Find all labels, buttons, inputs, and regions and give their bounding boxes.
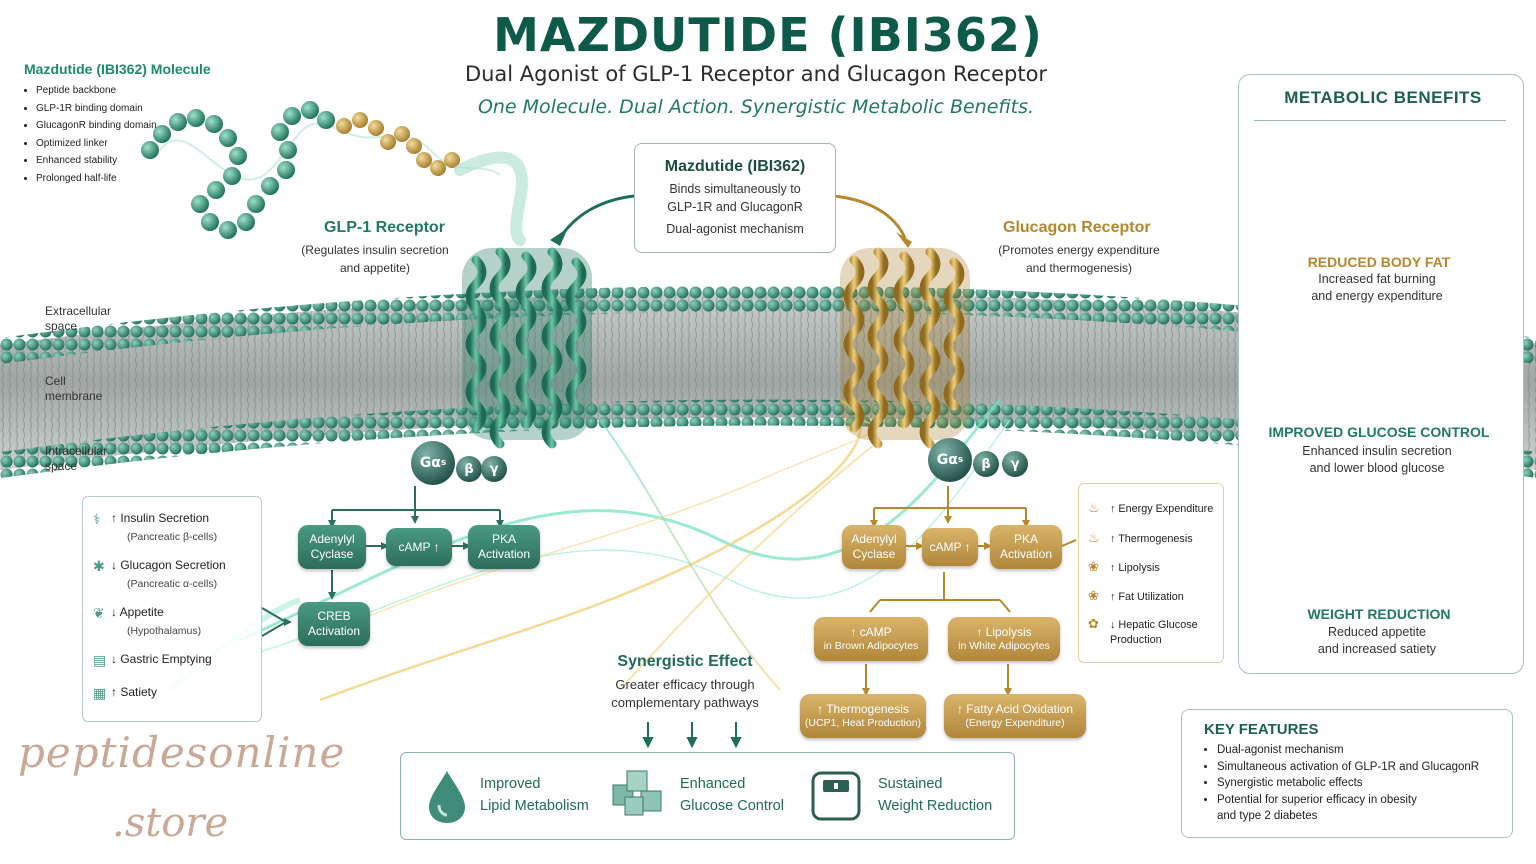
mechanism-line: Dual-agonist mechanism xyxy=(666,222,804,236)
key-features-box xyxy=(1181,709,1513,838)
synergy-title: Synergistic Effect xyxy=(617,653,753,670)
list-item: and type 2 diabetes xyxy=(1217,810,1318,823)
flame-icon: ♨ xyxy=(1088,500,1100,515)
list-item: Enhanced stability xyxy=(36,152,157,170)
pancreas-beta-icon: ⚕ xyxy=(93,511,101,527)
gcg-camp-node: cAMP ↑ xyxy=(922,528,978,566)
fat-cell-icon: ❀ xyxy=(1088,559,1099,574)
brain-icon: ❦ xyxy=(93,605,105,621)
list-item: Peptide backbone xyxy=(36,82,157,100)
list-item: GLP-1R binding domain xyxy=(36,100,157,118)
gcg-fatty-acid-node: ↑ Fatty Acid Oxidation(Energy Expenditur… xyxy=(944,694,1086,738)
mechanism-line: GLP-1R and GlucagonR xyxy=(667,200,803,214)
page-subtitle: Dual Agonist of GLP-1 Receptor and Gluca… xyxy=(464,62,1048,86)
fat-cell-icon: ❀ xyxy=(1088,588,1099,603)
list-item: ❦↓ Appetite(Hypothalamus) xyxy=(93,605,202,637)
list-item: ♨↑ Energy Expenditure xyxy=(1088,500,1214,515)
list-item: Prolonged half-life xyxy=(36,170,157,188)
g-beta-label: β xyxy=(464,461,474,477)
gcg-thermogenesis-node: ↑ Thermogenesis(UCP1, Heat Production) xyxy=(800,694,926,738)
pancreas-alpha-icon: ✱ xyxy=(93,558,105,574)
glucagon-receptor-illustration xyxy=(840,247,970,449)
benefit-title: IMPROVED GLUCOSE CONTROL xyxy=(1268,424,1490,440)
list-item: Synergistic metabolic effects xyxy=(1217,775,1517,792)
glp1-effects-box: ⚕↑ Insulin Secretion(Pancreatic β-cells)… xyxy=(82,496,262,722)
key-features-title: KEY FEATURES xyxy=(1204,721,1319,738)
watermark: .store xyxy=(112,800,229,846)
glucagon-receptor-desc: (Promotes energy expenditure and thermog… xyxy=(998,243,1160,275)
list-item: ⚕↑ Insulin Secretion(Pancreatic β-cells) xyxy=(93,511,218,543)
metabolic-benefits-panel xyxy=(1238,74,1524,674)
flame-icon: ♨ xyxy=(1088,530,1100,545)
key-features-list: Dual-agonist mechanism Simultaneous acti… xyxy=(1203,742,1517,825)
list-item: GlucagonR binding domain xyxy=(36,117,157,135)
list-item: ❀↑ Lipolysis xyxy=(1088,559,1160,574)
list-item: ✱↓ Glucagon Secretion(Pancreatic α-cells… xyxy=(93,558,226,590)
page-title: MAZDUTIDE (IBI362) xyxy=(493,8,1043,62)
watermark: peptidesonline xyxy=(18,728,346,777)
lipid-drop-icon xyxy=(429,771,465,823)
metabolic-benefits-title: METABOLIC BENEFITS xyxy=(1284,88,1482,107)
glp1-receptor-title: GLP-1 Receptor xyxy=(324,219,445,236)
synergy-desc: Greater efficacy through complementary p… xyxy=(611,677,759,710)
list-item: ♨↑ Thermogenesis xyxy=(1088,530,1193,545)
glp1-receptor-desc: (Regulates insulin secretion and appetit… xyxy=(301,243,449,275)
molecule-feature-list: Peptide backbone GLP-1R binding domain G… xyxy=(22,82,157,188)
intracellular-label: Intracellular space xyxy=(45,444,108,473)
list-item: Simultaneous activation of GLP-1R and Gl… xyxy=(1217,759,1517,776)
list-item: ▤↓ Gastric Emptying xyxy=(93,652,212,668)
benefit-title: REDUCED BODY FAT xyxy=(1307,254,1451,270)
glucagon-receptor-title: Glucagon Receptor xyxy=(1003,219,1151,236)
benefit-title: WEIGHT REDUCTION xyxy=(1307,606,1451,622)
satiety-icon: ▦ xyxy=(93,685,107,701)
scale-icon xyxy=(811,771,861,821)
extracellular-label: Extracellular space xyxy=(45,304,112,333)
list-item: Optimized linker xyxy=(36,135,157,153)
list-item: ❀↑ Fat Utilization xyxy=(1088,588,1184,603)
mechanism-title: Mazdutide (IBI362) xyxy=(664,158,806,175)
divider xyxy=(1254,120,1506,121)
glp1-receptor-illustration xyxy=(462,247,592,449)
list-item: Dual-agonist mechanism xyxy=(1217,742,1517,759)
molecule-title: Mazdutide (IBI362) Molecule xyxy=(24,61,211,77)
g-gamma-label: γ xyxy=(1010,456,1020,472)
molecule-illustration xyxy=(141,101,528,246)
mechanism-line: Binds simultaneously to xyxy=(669,182,801,196)
list-item: Potential for superior efficacy in obesi… xyxy=(1217,792,1517,809)
cell-membrane-label: Cell membrane xyxy=(45,374,103,403)
glucose-cubes-icon xyxy=(612,770,662,816)
liver-icon: ✿ xyxy=(1088,616,1099,631)
glp1-camp-node: cAMP ↑ xyxy=(386,528,452,566)
page-tagline: One Molecule. Dual Action. Synergistic M… xyxy=(477,96,1035,118)
list-item: ▦↑ Satiety xyxy=(93,685,158,701)
g-gamma-label: γ xyxy=(489,461,499,477)
gcg-effects-box: ♨↑ Energy Expenditure ♨↑ Thermogenesis ❀… xyxy=(1078,483,1224,663)
g-beta-label: β xyxy=(981,456,991,472)
stomach-icon: ▤ xyxy=(93,652,107,668)
mechanism-box: Mazdutide (IBI362) Binds simultaneously … xyxy=(634,143,836,253)
